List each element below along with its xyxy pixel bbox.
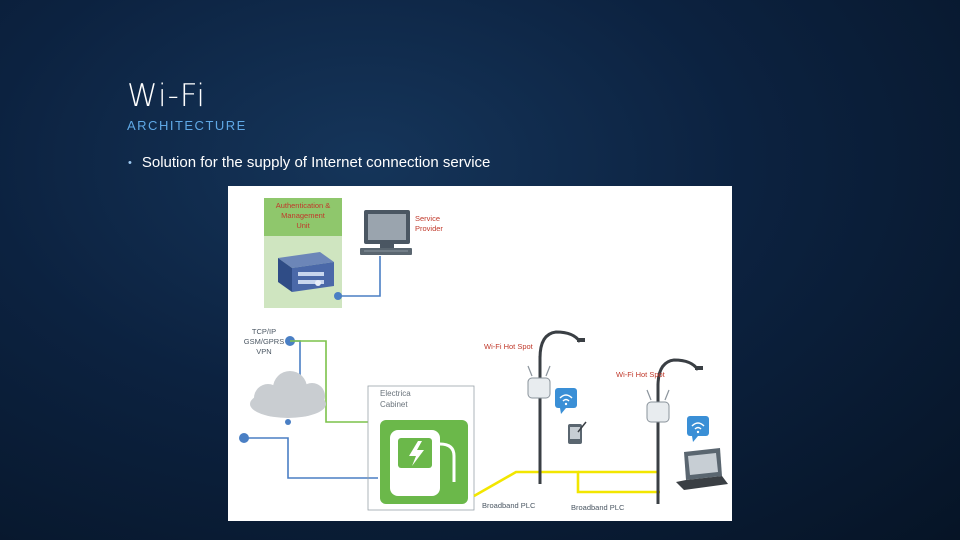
cloud-icon — [250, 371, 326, 418]
auth-unit-label-line2: Management — [281, 211, 326, 220]
bullet-text: Solution for the supply of Internet conn… — [141, 154, 491, 171]
server-icon — [278, 252, 334, 292]
service-provider-label-line2: Provider — [415, 224, 443, 233]
bullet-item: • Solution for the supply of Internet con… — [128, 154, 490, 171]
bullet-icon: • — [128, 157, 132, 169]
lamp-post-icon-2 — [646, 358, 703, 504]
electrical-cabinet-icon — [380, 420, 468, 504]
auth-unit-label-line1: Authentication & — [276, 201, 331, 210]
link-node-auth — [334, 292, 342, 300]
green-network-links — [290, 340, 368, 423]
hotspot-2-label: Wi-Fi Hot Spot — [616, 370, 666, 379]
computer-icon — [360, 210, 412, 255]
service-provider-label-line1: Service — [415, 214, 440, 223]
network-label-line1: TCP/IP — [252, 327, 276, 336]
auth-unit-label-box — [264, 198, 342, 236]
network-label-line2: GSM/GPRS — [244, 337, 284, 346]
wifi-icon-2 — [687, 416, 709, 442]
plc-links — [473, 470, 660, 498]
cabinet-label-line2: Cabinet — [380, 400, 408, 409]
link-node-left — [239, 433, 249, 443]
cabinet-frame — [367, 385, 475, 511]
diagram-canvas: Authentication & Management Unit Service… — [239, 198, 728, 512]
wifi-icon-1 — [555, 388, 577, 414]
laptop-icon — [676, 448, 728, 490]
phone-icon — [568, 421, 587, 444]
cabinet-label-line1: Electrica — [380, 389, 411, 398]
network-label-line3: VPN — [256, 347, 271, 356]
plc-1-label: Broadband PLC — [482, 501, 536, 510]
lamp-post-icon-1 — [527, 330, 585, 484]
hotspot-1-label: Wi-Fi Hot Spot — [484, 342, 534, 351]
slide-title: Wi-Fi — [127, 78, 206, 114]
plc-2-label: Broadband PLC — [571, 503, 625, 512]
cloud-link-node — [285, 419, 291, 425]
architecture-diagram: Authentication & Management Unit Service… — [228, 186, 732, 521]
auth-unit-label-line3: Unit — [296, 221, 310, 230]
slide-subtitle: ARCHITECTURE — [127, 118, 247, 133]
